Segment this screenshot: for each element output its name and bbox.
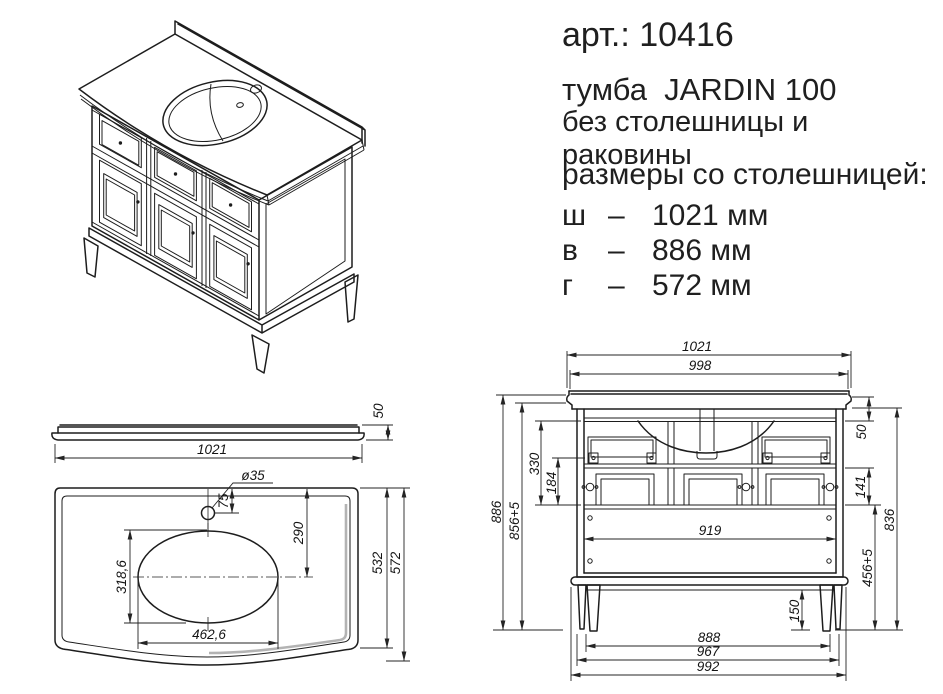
dimension-row-height: в – 886 мм bbox=[562, 234, 752, 268]
dim-depth-flat: 532 bbox=[370, 551, 385, 574]
dim-front-leg-span-inner: 888 bbox=[698, 630, 721, 645]
dim-front-middle-section: 141 bbox=[853, 476, 868, 499]
dim-basin-width: 462,6 bbox=[192, 627, 226, 642]
dim-front-height-adjustable: 856+5 bbox=[507, 502, 522, 540]
article-number: арт.: 10416 bbox=[562, 16, 734, 54]
dim-front-board-width: 998 bbox=[689, 358, 712, 373]
top-view: 50 1021 ø35 75 290 318,6 462,6 532 572 bbox=[51, 403, 410, 666]
dim-top-thickness: 50 bbox=[371, 403, 386, 419]
front-hinges bbox=[581, 482, 839, 492]
dim-dash: – bbox=[608, 234, 625, 267]
front-dimensions: 1021 998 886 856+5 330 184 50 141 836 bbox=[489, 339, 903, 681]
top-dimensions: 50 1021 ø35 75 290 318,6 462,6 532 572 bbox=[54, 403, 410, 662]
iso-cabinet-body bbox=[91, 105, 353, 321]
dim-letter-height: в bbox=[562, 234, 578, 267]
dim-letter-depth: г bbox=[562, 269, 573, 302]
iso-countertop bbox=[78, 20, 366, 206]
front-countertop bbox=[566, 390, 852, 410]
dim-front-base-width: 992 bbox=[697, 659, 720, 674]
dim-letter-width: ш bbox=[562, 199, 587, 232]
top-plan-outline bbox=[54, 487, 359, 666]
front-door-panels bbox=[595, 473, 825, 505]
iso-base-and-legs bbox=[83, 227, 359, 374]
dim-front-countertop-width: 1021 bbox=[682, 339, 712, 354]
product-info: арт.: 10416 тумба JARDIN 100 без столешн… bbox=[562, 0, 940, 320]
dim-depth-total: 572 bbox=[388, 551, 403, 574]
front-drawer-boxes bbox=[587, 436, 831, 465]
dim-front-leg-span-outer: 967 bbox=[697, 644, 720, 659]
dim-front-lower-section: 456+5 bbox=[860, 549, 875, 587]
dimensions-heading: размеры со столешницей: bbox=[562, 158, 928, 191]
front-sink-bowl bbox=[637, 420, 775, 454]
front-drain bbox=[696, 409, 718, 460]
top-side-profile bbox=[51, 424, 365, 441]
dim-front-upper-section: 330 bbox=[527, 452, 542, 475]
dim-basin-center-offset: 290 bbox=[291, 521, 306, 545]
front-cabinet bbox=[570, 408, 849, 632]
isometric-view bbox=[78, 20, 366, 374]
dim-front-total-height: 886 bbox=[489, 500, 504, 523]
product-name: тумба JARDIN 100 bbox=[562, 72, 837, 107]
dim-front-drawer-section: 184 bbox=[544, 472, 559, 495]
dim-dash: – bbox=[608, 199, 625, 232]
dim-value-height: 886 мм bbox=[652, 234, 752, 267]
front-legs bbox=[577, 584, 843, 632]
dim-front-top-rail: 50 bbox=[854, 424, 869, 440]
dimension-row-depth: г – 572 мм bbox=[562, 269, 752, 303]
dim-dash: – bbox=[608, 269, 625, 302]
dim-faucet-offset: 75 bbox=[216, 493, 231, 509]
product-subtitle: без столешницы и раковины bbox=[562, 106, 809, 171]
dimension-row-width: ш – 1021 мм bbox=[562, 199, 768, 233]
dim-value-depth: 572 мм bbox=[652, 269, 752, 302]
dim-value-width: 1021 мм bbox=[652, 199, 769, 232]
iso-faucet-hole bbox=[250, 84, 262, 94]
dim-basin-depth: 318,6 bbox=[114, 560, 129, 594]
dim-front-inner-width: 919 bbox=[699, 523, 722, 538]
front-base-molding bbox=[570, 576, 849, 586]
dim-front-cabinet-height: 836 bbox=[882, 508, 897, 531]
front-view: 1021 998 886 856+5 330 184 50 141 836 bbox=[489, 339, 903, 681]
dim-top-width: 1021 bbox=[197, 442, 227, 457]
dim-front-leg-height: 150 bbox=[787, 599, 802, 622]
dim-faucet-diameter: ø35 bbox=[241, 468, 265, 483]
iso-sink-basin bbox=[162, 79, 268, 147]
